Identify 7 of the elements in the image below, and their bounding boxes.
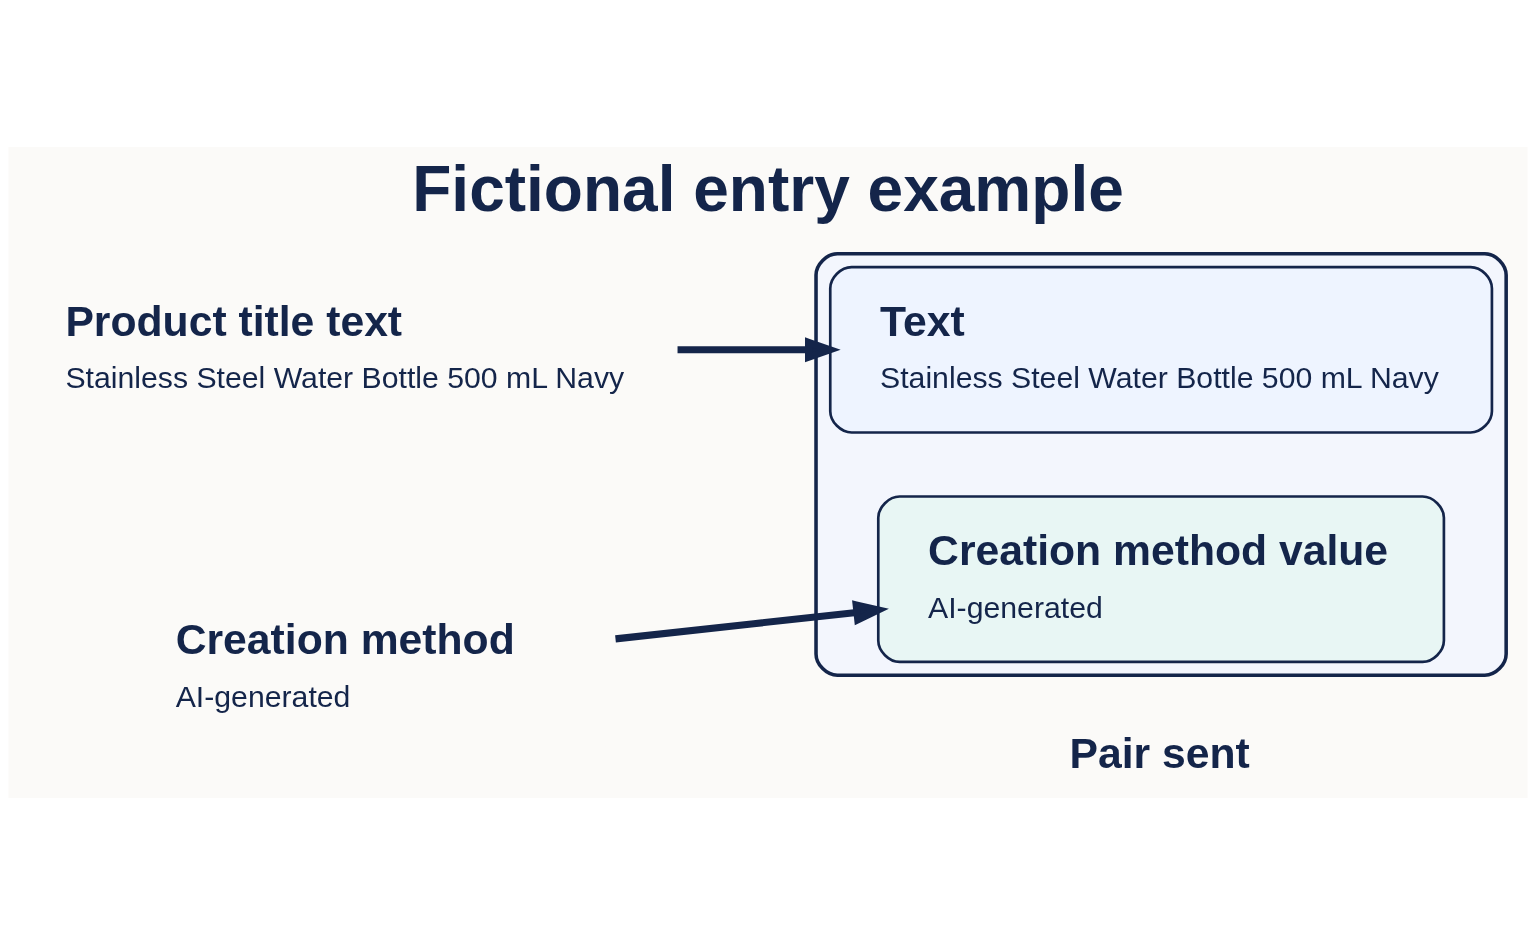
node-box: Text Stainless Steel Water Bottle 500 mL Navy	[828, 265, 1494, 434]
node-text: Product title text Stainless Steel Water Bottle 500 mL Navy	[65, 296, 625, 394]
node-text: Creation method AI-generated	[175, 614, 515, 713]
label: Pair sent	[1069, 728, 1250, 777]
diagram-title: Fictional entry example	[412, 152, 1124, 225]
cluster	[814, 251, 1508, 677]
node-box: Creation method value AI-generated	[876, 494, 1446, 663]
